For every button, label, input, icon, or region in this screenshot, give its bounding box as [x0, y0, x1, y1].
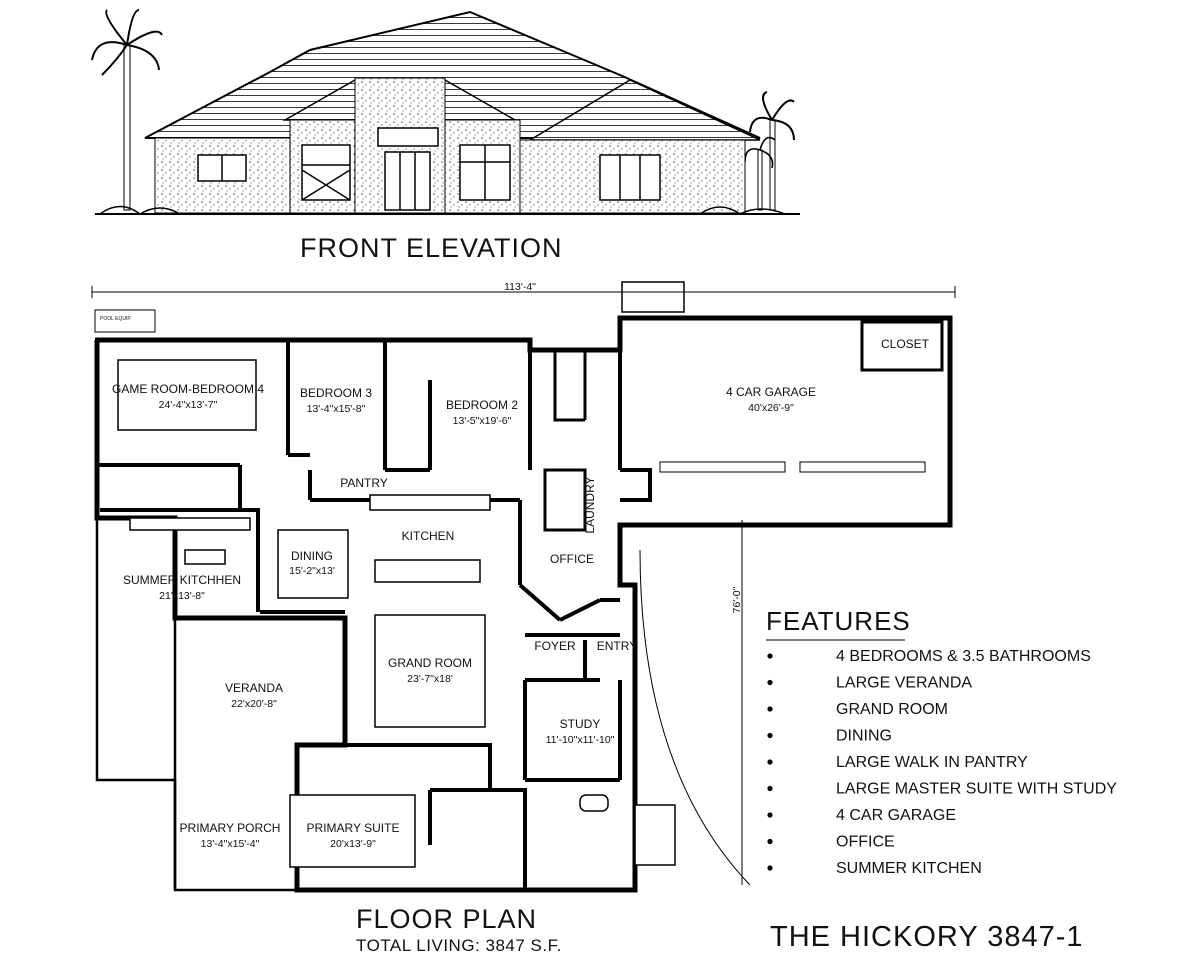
room-label-summer-kitchen: SUMMER KITCHHEN — [123, 573, 241, 587]
interior-walls — [95, 318, 652, 890]
feature-bullet — [767, 812, 773, 818]
garage-door-right — [799, 461, 926, 473]
game-room-rug — [117, 359, 257, 431]
room-label-closet: CLOSET — [881, 337, 930, 351]
room-label-dining: DINING — [291, 549, 333, 563]
room-label-veranda: VERANDA — [225, 681, 283, 695]
room-size-primary-suite: 20'x13'-9" — [330, 838, 376, 850]
room-label-bedroom3: BEDROOM 3 — [300, 386, 372, 400]
room-label-laundry: LAUNDRY — [583, 476, 597, 533]
room-label-pool-equip: POOL EQUIP. — [100, 316, 131, 322]
model-name: THE HICKORY 3847-1 — [770, 921, 1084, 953]
room-label-study: STUDY — [560, 717, 601, 731]
grand-room-rug — [374, 614, 486, 728]
primary-bath-shower — [634, 804, 676, 866]
feature-item: 4 CAR GARAGE — [836, 807, 956, 824]
room-size-game-room: 24'-4"x13'-7" — [159, 399, 218, 411]
total-living: TOTAL LIVING: 3847 S.F. — [356, 936, 562, 955]
kitchen-island — [374, 559, 481, 583]
floor-plan: 113'-4" 76'-0" — [91, 281, 956, 893]
room-label-primary-porch: PRIMARY PORCH — [180, 821, 281, 835]
feature-item: LARGE WALK IN PANTRY — [836, 754, 1028, 771]
room-label-grand-room: GRAND ROOM — [388, 656, 472, 670]
feature-item: 4 BEDROOMS & 3.5 BATHROOMS — [836, 648, 1091, 665]
feature-bullet — [767, 679, 773, 686]
room-size-summer-kitchen: 21'x13'-8" — [159, 590, 205, 602]
features-panel: FEATURES 4 BEDROOMS & 3.5 BATHROOMS LARGE… — [766, 606, 1117, 877]
feature-list: 4 BEDROOMS & 3.5 BATHROOMS LARGE VERANDA G… — [767, 648, 1117, 877]
elevation-title: FRONT ELEVATION — [300, 233, 563, 263]
garage-door-left — [659, 461, 786, 473]
primary-suite-rug — [289, 794, 416, 868]
elevation-windows — [197, 127, 661, 211]
room-size-grand-room: 23'-7"x18' — [407, 673, 453, 685]
summer-kitchen-island — [184, 549, 226, 565]
room-label-garage: 4 CAR GARAGE — [726, 385, 816, 399]
features-title: FEATURES — [766, 606, 911, 636]
palm-tree-right — [744, 91, 795, 211]
feature-item: SUMMER KITCHEN — [836, 860, 982, 877]
room-size-garage: 40'x26'-9" — [748, 402, 794, 414]
room-label-pantry: PANTRY — [340, 476, 388, 490]
feature-bullet — [767, 838, 773, 845]
drive-arc — [639, 549, 751, 886]
room-size-study: 11'-10"x11'-10" — [546, 734, 615, 746]
room-size-veranda: 22'x20'-8" — [231, 698, 277, 710]
cart-pad — [621, 281, 685, 313]
feature-bullet — [767, 706, 773, 712]
floor-plan-title: FLOOR PLAN — [356, 904, 537, 934]
room-size-bedroom3: 13'-4"x15'-8" — [307, 403, 366, 415]
room-size-dining: 15'-2"x13' — [289, 565, 335, 577]
room-size-bedroom2: 13'-5"x19'-6" — [453, 415, 512, 427]
room-label-game-room: GAME ROOM-BEDROOM 4 — [112, 382, 264, 396]
garage-closet — [860, 320, 944, 372]
overall-width-dimension: 113'-4" — [504, 281, 536, 293]
front-elevation — [91, 9, 800, 215]
feature-bullet — [767, 653, 773, 659]
feature-bullet — [767, 865, 773, 871]
room-label-primary-suite: PRIMARY SUITE — [307, 821, 400, 835]
dining-rug — [277, 529, 349, 599]
feature-item: GRAND ROOM — [836, 701, 948, 718]
elevation-shrubs — [99, 205, 786, 215]
feature-bullet — [767, 732, 773, 739]
kitchen-counter — [369, 494, 491, 511]
feature-item: LARGE VERANDA — [836, 675, 972, 692]
feature-item: DINING — [836, 728, 892, 745]
room-label-kitchen: KITCHEN — [402, 529, 455, 543]
feature-bullet — [767, 759, 773, 765]
room-label-office: OFFICE — [550, 552, 594, 566]
palm-tree-left — [91, 9, 163, 211]
room-label-foyer: FOYER — [534, 639, 576, 653]
room-size-primary-porch: 13'-4"x15'-4" — [201, 838, 260, 850]
feature-bullet — [767, 785, 773, 792]
primary-bath-tub — [579, 794, 609, 812]
room-label-bedroom2: BEDROOM 2 — [446, 398, 518, 412]
feature-item: OFFICE — [836, 834, 895, 851]
overall-depth-dimension: 76'-0" — [731, 586, 743, 613]
feature-item: LARGE MASTER SUITE WITH STUDY — [836, 781, 1117, 798]
summer-kitchen-counter — [129, 517, 251, 531]
room-label-entry: ENTRY — [597, 639, 637, 653]
